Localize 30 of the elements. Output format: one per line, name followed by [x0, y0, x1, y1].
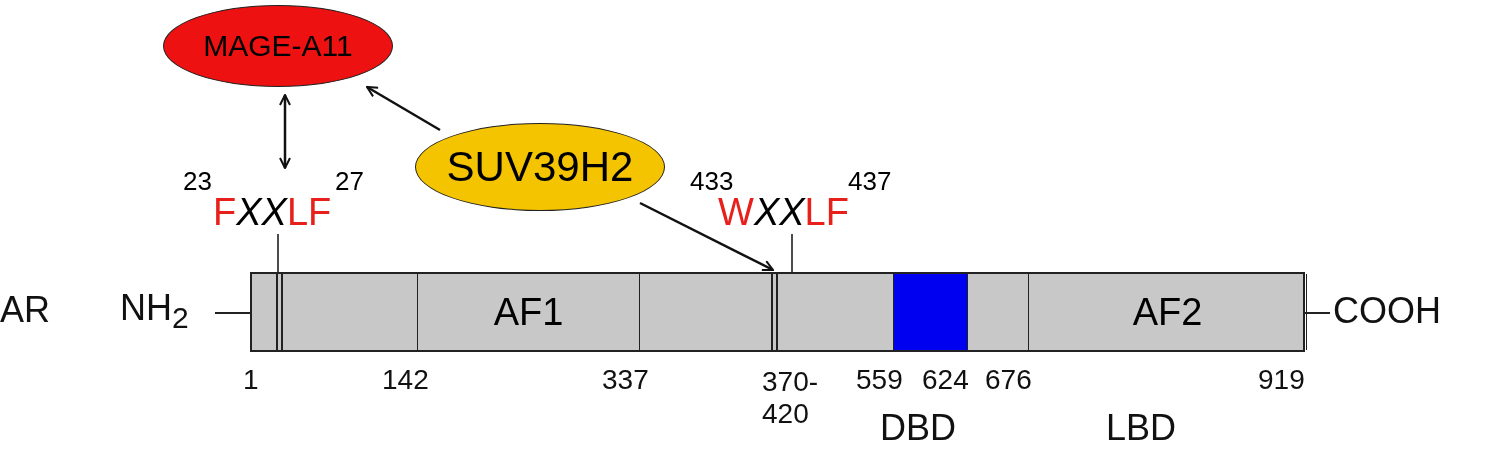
residue-number: 624	[922, 366, 969, 394]
residue-number: 142	[382, 366, 429, 394]
residue-number: 370- 420	[762, 366, 820, 431]
arrow	[639, 201, 774, 272]
terminus-label: COOH	[1333, 293, 1441, 329]
domain-label: DBD	[880, 410, 956, 446]
residue-number: 27	[335, 168, 364, 194]
position-tick	[277, 233, 279, 273]
residue-number: 919	[1258, 366, 1305, 394]
protein-bar	[250, 272, 1305, 352]
protein-name: AR	[0, 292, 50, 328]
domain-segment: AF1	[417, 274, 640, 350]
position-tick	[791, 233, 793, 273]
protein-ellipse: SUV39H2	[415, 123, 665, 211]
residue-number: 559	[856, 366, 903, 394]
residue-number: 433	[690, 168, 734, 194]
residue-number: 437	[848, 168, 892, 194]
residue-number: 1	[243, 366, 259, 394]
arrow	[366, 85, 441, 132]
motif-label: WXXLF	[718, 193, 849, 231]
motif-label: FXXLF	[213, 193, 332, 231]
domain-segment: AF2	[1028, 274, 1307, 350]
arrow	[279, 94, 291, 169]
terminus-label: NH$_{2}$	[120, 290, 189, 334]
residue-number: 337	[602, 366, 649, 394]
residue-number: 23	[183, 168, 212, 194]
protein-ellipse: MAGE-A11	[163, 5, 393, 87]
domain-label: LBD	[1106, 410, 1177, 446]
residue-number: 676	[985, 366, 1032, 394]
domain-block	[893, 274, 968, 350]
